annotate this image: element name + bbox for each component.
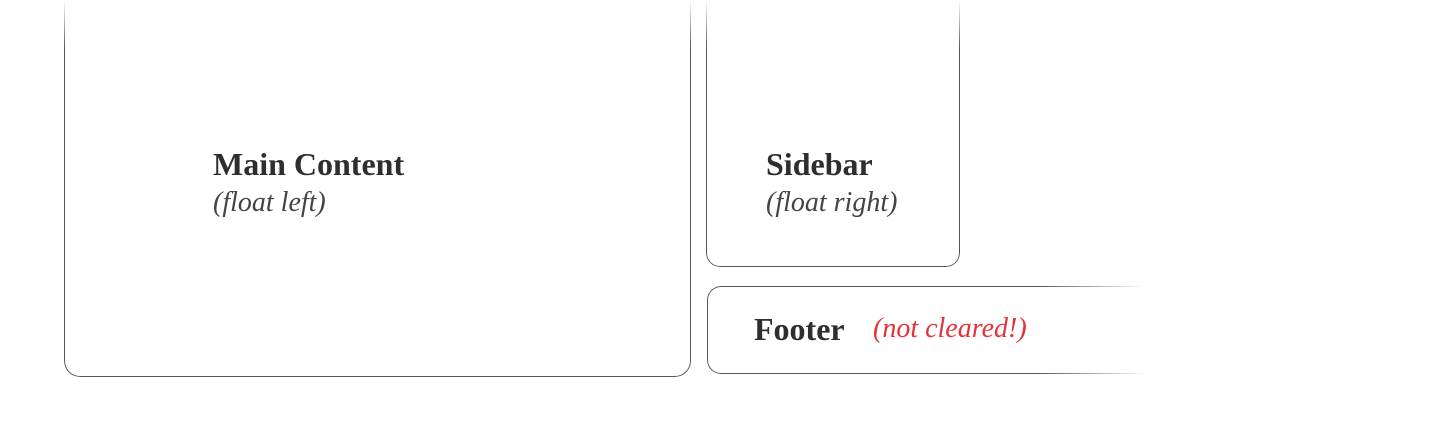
main-content-box: Main Content (float left) [64, 0, 691, 377]
main-content-title: Main Content [213, 146, 405, 182]
sidebar-box: Sidebar (float right) [706, 0, 960, 267]
footer-box: Footer (not cleared!) [707, 286, 1227, 374]
sidebar-title: Sidebar [766, 146, 873, 182]
main-content-subtitle: (float left) [213, 187, 326, 218]
footer-note: (not cleared!) [873, 313, 1027, 344]
footer-title: Footer [754, 311, 845, 347]
sidebar-subtitle: (float right) [766, 187, 898, 218]
